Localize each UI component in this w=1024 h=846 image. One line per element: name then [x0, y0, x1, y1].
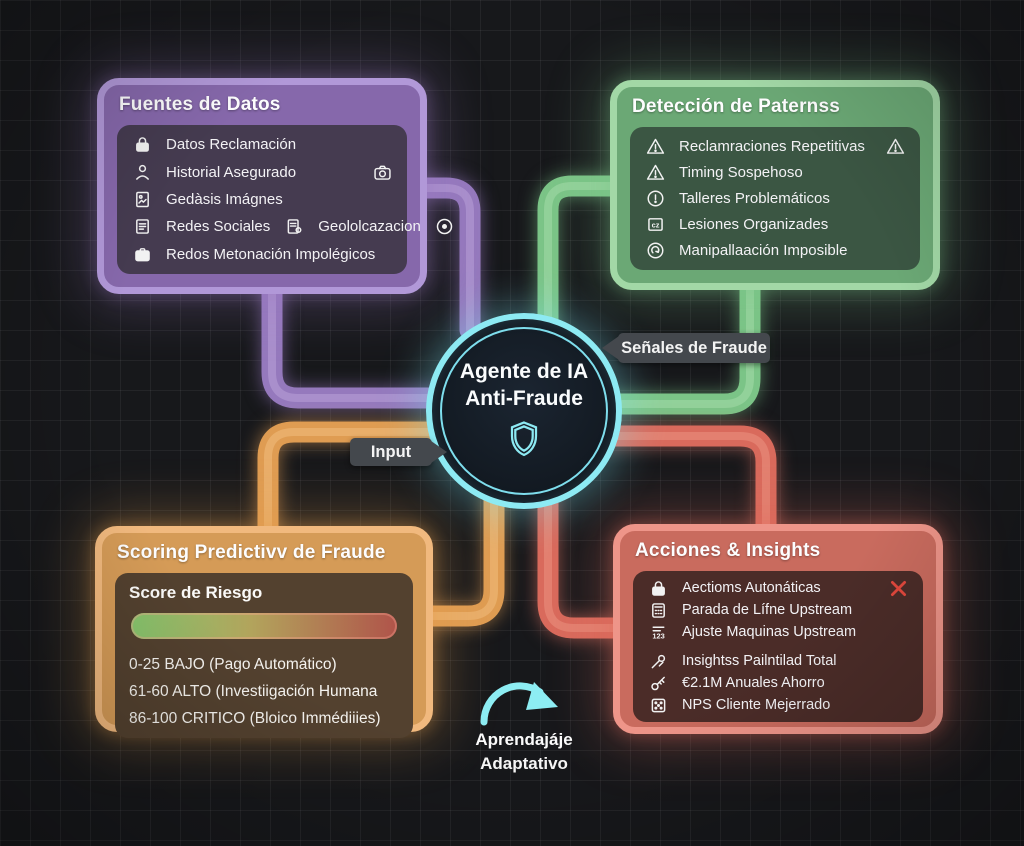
list-item: Redos Metonación Impolégicos — [131, 243, 393, 265]
scoring-panel: Score de Riesgo 0-25 BAJO (Pago Automáti… — [115, 573, 413, 739]
lock-icon — [647, 577, 669, 599]
list-item-label: Parada de Lífne Upstream — [682, 602, 853, 618]
list-item: Timing Sospehoso — [644, 161, 906, 183]
cz-box-icon: cz — [644, 214, 666, 236]
risk-level-high: 61-60 ALTO (Investiigación Humana — [129, 683, 378, 701]
lock-icon — [131, 134, 153, 156]
list-item-label: Timing Sospehoso — [679, 163, 803, 181]
scoring-title: Scoring Predictivv de Fraude — [117, 542, 386, 563]
warning-triangle-icon — [644, 161, 666, 183]
acciones-insights-box: Acciones & Insights Aectioms Autonáticas… — [613, 524, 943, 734]
list-item: NPS Cliente Mejerrado — [647, 694, 909, 716]
list-item-label: Gedàsis Imágnes — [166, 190, 283, 208]
list-item-label: Ajuste Maquinas Upstream — [682, 624, 857, 640]
svg-text:123: 123 — [652, 631, 664, 640]
inner-ring — [440, 327, 608, 495]
list-item-label: NPS Cliente Mejerrado — [682, 697, 831, 713]
list-item-label: Historial Asegurado — [166, 163, 297, 181]
list-item: Reclamraciones Repetitivas — [644, 135, 906, 157]
file-lines-icon — [131, 216, 153, 238]
acciones-title: Acciones & Insights — [635, 540, 821, 561]
list-item: Manipallaación Imposible — [644, 240, 906, 262]
warning-triangle-icon — [884, 135, 906, 157]
orange-connectors — [257, 421, 505, 627]
deteccion-panel: Reclamraciones Repetitivas Timing Sospeh… — [630, 127, 920, 270]
list-item-label: €2.1M Anuales Ahorro — [682, 675, 825, 691]
list-item: €2.1M Anuales Ahorro — [647, 672, 909, 694]
svg-text:cz: cz — [651, 221, 659, 230]
deteccion-title: Detección de Paternss — [632, 96, 841, 117]
scoring-predictivo-box: Scoring Predictivv de Fraude Score de Ri… — [95, 526, 433, 739]
senales-de-fraude-label: Señales de Fraude — [602, 333, 770, 363]
list-item: Talleres Problemáticos — [644, 187, 906, 209]
score-de-riesgo-title: Score de Riesgo — [129, 583, 263, 602]
camera-icon — [371, 161, 393, 183]
risk-gradient-bar — [131, 613, 397, 639]
agente-ia-circle: Agente de IA Anti-Fraude — [426, 313, 622, 509]
info-circle-icon — [644, 187, 666, 209]
briefcase-icon — [131, 243, 153, 265]
list-item: Aectioms Autonáticas — [647, 577, 909, 599]
aprendizaje-line1: Aprendajáje — [475, 730, 573, 749]
numbers-icon: 123 — [647, 621, 669, 643]
list-item: Historial Asegurado — [131, 161, 393, 183]
refresh-circle-icon — [644, 240, 666, 262]
list-item: Redes Sociales Geololcazacion — [131, 216, 453, 238]
list-item-label: Redes Sociales — [166, 218, 271, 236]
list-item-label: Geololcazacion — [318, 218, 421, 236]
list-item-label: Talleres Problemáticos — [679, 189, 830, 207]
person-icon — [131, 161, 153, 183]
calculator-icon — [647, 599, 669, 621]
list-item: Insightss Pailntilad Total — [647, 650, 909, 672]
key-icon — [647, 672, 669, 694]
red-connectors — [537, 425, 777, 639]
list-item: Datos Reclamación — [131, 134, 393, 156]
target-icon — [434, 216, 456, 238]
fuentes-panel: Datos Reclamación Historial Asegurado Ge… — [117, 125, 453, 274]
x-mark-icon — [887, 577, 909, 599]
list-item-label: Aectioms Autonáticas — [682, 580, 821, 596]
aprendizaje-line2: Adaptativo — [480, 753, 568, 773]
fuentes-title: Fuentes de Datos — [119, 94, 281, 115]
acciones-panel: Aectioms Autonáticas Parada de Lífne Ups… — [633, 571, 923, 722]
list-item: 123 Ajuste Maquinas Upstream — [647, 621, 909, 643]
list-item-label: Reclamraciones Repetitivas — [679, 137, 865, 155]
list-item-label: Insightss Pailntilad Total — [682, 653, 837, 669]
input-label: Input — [350, 438, 447, 466]
list-item: cz Lesiones Organizades — [644, 214, 906, 236]
fuentes-de-datos-box: Fuentes de Datos Datos Reclamación Histo… — [97, 78, 453, 294]
file-image-icon — [131, 188, 153, 210]
adaptive-loop-arrow-icon — [480, 682, 558, 726]
tools-icon — [647, 650, 669, 672]
green-connectors — [537, 175, 761, 415]
list-item-label: Datos Reclamación — [166, 136, 297, 154]
list-item: Parada de Lífne Upstream — [647, 599, 909, 621]
aprendizaje-adaptativo-label: Aprendajáje Adaptativo — [452, 728, 596, 776]
list-item-label: Redos Metonación Impolégicos — [166, 245, 376, 263]
warning-triangle-icon — [644, 135, 666, 157]
risk-level-low: 0-25 BAJO (Pago Automático) — [129, 656, 337, 673]
list-item-label: Lesiones Organizades — [679, 216, 829, 234]
file-gear-icon — [283, 216, 305, 238]
risk-level-critical: 86-100 CRITICO (Bloico Immédiiies) — [129, 710, 381, 728]
list-item-label: Manipallaación Imposible — [679, 242, 848, 260]
purple-connectors — [261, 177, 481, 409]
deteccion-de-patrones-box: Detección de Paternss Reclamraciones Rep… — [610, 80, 940, 290]
list-item: Gedàsis Imágnes — [131, 188, 393, 210]
dice-icon — [647, 694, 669, 716]
